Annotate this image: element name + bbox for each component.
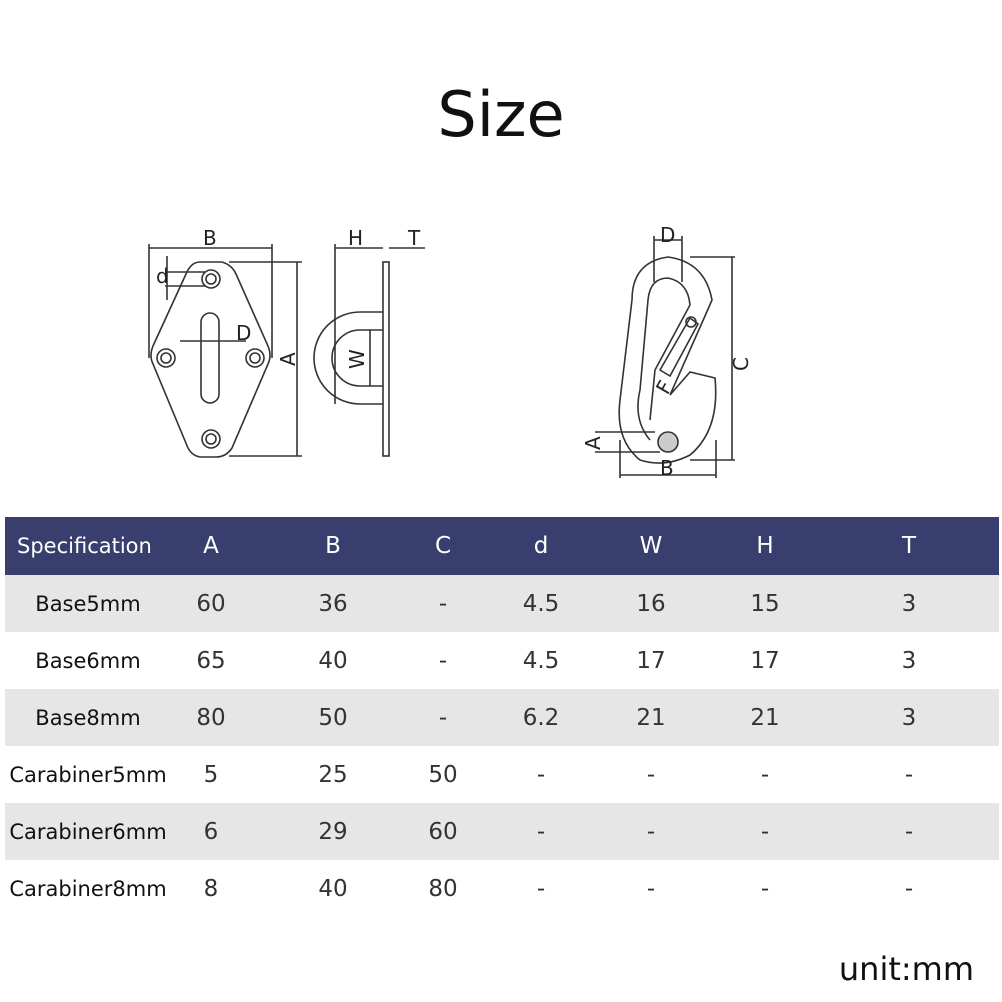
label-F: F xyxy=(651,376,678,398)
carabiner-drawing xyxy=(595,236,735,478)
label-D: D xyxy=(236,321,251,345)
plate-front-view xyxy=(148,244,302,458)
label-hook-B: B xyxy=(660,456,674,480)
value-cell: - xyxy=(536,818,546,845)
table-row: Base8mm 80 50 - 6.2 21 21 3 xyxy=(5,689,999,746)
value-cell: 50 xyxy=(318,704,348,731)
value-cell: 40 xyxy=(318,647,348,674)
value-cell: 21 xyxy=(636,704,666,731)
value-cell: 65 xyxy=(196,647,226,674)
label-H: H xyxy=(348,226,363,250)
value-cell: - xyxy=(904,875,914,902)
label-C: C xyxy=(729,357,753,371)
value-cell: - xyxy=(438,590,448,617)
table-header: Specification A B C d W H T xyxy=(5,517,999,575)
value-cell: 6.2 xyxy=(522,704,560,731)
value-cell: 60 xyxy=(428,818,458,845)
spec-name-cell: Carabiner5mm xyxy=(9,762,167,787)
value-cell: - xyxy=(904,818,914,845)
table-row: Carabiner6mm 6 29 60 - - - - xyxy=(5,803,999,860)
unit-label: unit:mm xyxy=(838,950,974,988)
value-cell: 80 xyxy=(196,704,226,731)
value-cell: 60 xyxy=(196,590,226,617)
value-cell: - xyxy=(904,761,914,788)
value-cell: 21 xyxy=(750,704,780,731)
label-W: W xyxy=(345,349,369,369)
table-row: Base6mm 65 40 - 4.5 17 17 3 xyxy=(5,632,999,689)
value-cell: 4.5 xyxy=(522,590,560,617)
value-cell: - xyxy=(438,647,448,674)
value-cell: 50 xyxy=(428,761,458,788)
header-cell: C xyxy=(434,533,452,559)
spec-name-cell: Carabiner8mm xyxy=(9,876,167,901)
value-cell: - xyxy=(438,704,448,731)
value-cell: 4.5 xyxy=(522,647,560,674)
plate-side-view xyxy=(313,244,425,457)
value-cell: - xyxy=(760,875,770,902)
header-cell: d xyxy=(533,533,549,559)
technical-drawing: B d D A H T W D C F A B xyxy=(148,223,753,480)
header-cell: A xyxy=(203,533,219,559)
value-cell: 8 xyxy=(203,875,219,902)
label-hook-D: D xyxy=(660,223,675,247)
header-cell: B xyxy=(325,533,341,559)
value-cell: 3 xyxy=(901,704,917,731)
value-cell: 40 xyxy=(318,875,348,902)
spec-name-cell: Base8mm xyxy=(35,705,141,730)
value-cell: - xyxy=(646,761,656,788)
label-B: B xyxy=(203,226,217,250)
spec-name-cell: Base6mm xyxy=(35,648,141,673)
spec-name-cell: Carabiner6mm xyxy=(9,819,167,844)
value-cell: 17 xyxy=(636,647,666,674)
header-cell: W xyxy=(639,533,663,559)
value-cell: 16 xyxy=(636,590,666,617)
value-cell: - xyxy=(536,761,546,788)
value-cell: - xyxy=(646,818,656,845)
label-d: d xyxy=(156,264,169,288)
value-cell: 3 xyxy=(901,647,917,674)
value-cell: - xyxy=(536,875,546,902)
value-cell: 17 xyxy=(750,647,780,674)
table-row: Carabiner5mm 5 25 50 - - - - xyxy=(5,746,999,803)
table-row: Base5mm 60 36 - 4.5 16 15 3 xyxy=(5,575,999,632)
value-cell: 25 xyxy=(318,761,348,788)
header-cell: Specification xyxy=(17,534,152,558)
value-cell: 3 xyxy=(901,590,917,617)
header-cell: T xyxy=(901,533,917,559)
value-cell: - xyxy=(760,818,770,845)
label-A: A xyxy=(276,352,300,366)
value-cell: 80 xyxy=(428,875,458,902)
value-cell: 5 xyxy=(203,761,219,788)
header-cell: H xyxy=(756,533,774,559)
table-row: Carabiner8mm 8 40 80 - - - - xyxy=(5,860,999,917)
value-cell: 36 xyxy=(318,590,348,617)
spec-name-cell: Base5mm xyxy=(35,591,141,616)
value-cell: 6 xyxy=(203,818,219,845)
page-title: Size xyxy=(437,78,565,151)
value-cell: - xyxy=(760,761,770,788)
value-cell: 15 xyxy=(750,590,780,617)
value-cell: - xyxy=(646,875,656,902)
label-T: T xyxy=(407,226,421,250)
label-hook-A: A xyxy=(581,436,605,450)
value-cell: 29 xyxy=(318,818,348,845)
